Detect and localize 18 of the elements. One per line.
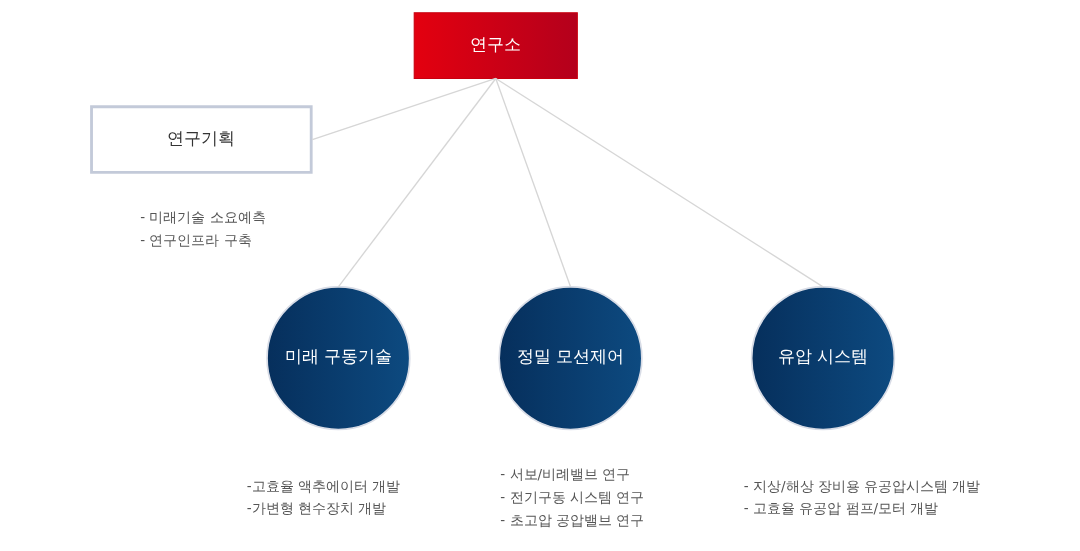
- connector: [311, 77, 496, 141]
- node-label: - 전기구동 시스템 연구: [499, 489, 644, 506]
- node-label: -고효율 액추에이터 개발: [246, 477, 400, 494]
- node-label: - 미래기술 소요예측: [139, 209, 266, 226]
- node-label: -가변형 현수장치 개발: [246, 500, 386, 517]
- node-box: 연구기획: [89, 105, 313, 174]
- node-label: - 고효율 유공압 펌프/모터 개발: [743, 500, 938, 517]
- connector: [494, 77, 571, 288]
- connector: [494, 77, 824, 288]
- node-box: 연구소: [413, 12, 578, 80]
- connector: [337, 77, 496, 288]
- node-circle: 미래 구동기술: [265, 285, 411, 431]
- node-circle: 유압 시스템: [750, 285, 895, 431]
- node-circle: 정밀 모션제어: [497, 285, 643, 431]
- node-label: - 서보/비례밸브 연구: [499, 466, 630, 483]
- node-label: - 연구인프라 구축: [139, 232, 252, 249]
- node-label: - 초고압 공압밸브 연구: [499, 511, 644, 528]
- node-label: - 지상/해상 장비용 유공압시스템 개발: [743, 477, 980, 494]
